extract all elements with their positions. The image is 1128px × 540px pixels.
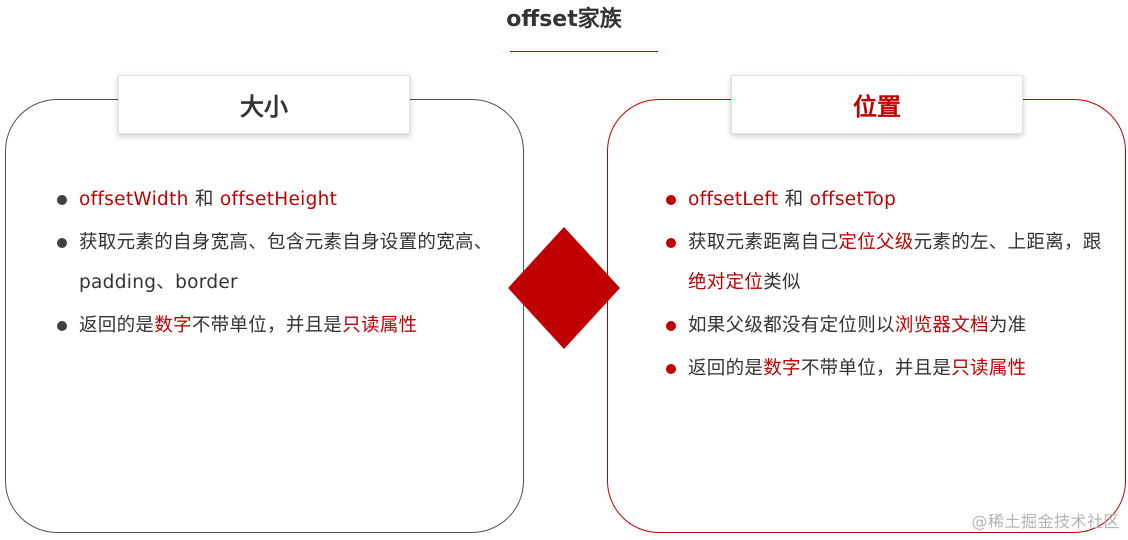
bullet-text: 和	[778, 189, 810, 210]
bullet-item: 如果父级都没有定位则以浏览器文档为准	[666, 306, 1111, 346]
bullet-dot-icon	[666, 195, 676, 205]
size-card-header: 大小	[118, 75, 410, 134]
bullet-text: 返回的是	[688, 358, 764, 379]
highlight-text: offsetHeight	[219, 189, 338, 210]
bullet-item: 获取元素的自身宽高、包含元素自身设置的宽高、padding、border	[57, 223, 497, 303]
bullet-text: 如果父级都没有定位则以	[688, 315, 895, 336]
bullet-dot-icon	[57, 195, 67, 205]
watermark: @稀土掘金技术社区	[971, 512, 1120, 531]
position-card-header: 位置	[731, 75, 1023, 134]
highlight-text: 只读属性	[951, 358, 1027, 379]
bullet-dot-icon	[666, 238, 676, 248]
bullet-text: 不带单位，并且是	[800, 358, 952, 379]
position-card	[607, 99, 1126, 533]
bullet-item: 返回的是数字不带单位，并且是只读属性	[57, 306, 497, 346]
bullet-dot-icon	[57, 321, 67, 331]
bullet-text: 为准	[988, 315, 1027, 336]
bullet-text: 获取元素的自身宽高、包含元素自身设置的宽高、padding、border	[79, 232, 493, 293]
bullet-text: 元素的左、上距离，跟	[913, 232, 1102, 253]
size-card	[5, 99, 524, 533]
bullet-dot-icon	[666, 364, 676, 374]
highlight-text: offsetLeft	[688, 189, 779, 210]
bullet-text: 不带单位，并且是	[191, 315, 343, 336]
highlight-text: offsetTop	[809, 189, 897, 210]
bullet-text: 和	[188, 189, 220, 210]
bullet-dot-icon	[57, 238, 67, 248]
highlight-text: 绝对定位	[688, 272, 764, 293]
highlight-text: 数字	[154, 315, 192, 336]
bullet-text: 类似	[763, 272, 801, 293]
diamond-shape	[508, 227, 620, 349]
size-bullet-list: offsetWidth 和 offsetHeight 获取元素的自身宽高、包含元素…	[57, 180, 497, 349]
highlight-text: 浏览器文档	[894, 315, 989, 336]
diamond-icon	[508, 227, 620, 349]
highlight-text: 只读属性	[342, 315, 418, 336]
bullet-text: 返回的是	[79, 315, 155, 336]
bullet-item: offsetLeft 和 offsetTop	[666, 180, 1111, 220]
highlight-text: offsetWidth	[79, 189, 189, 210]
bullet-item: 返回的是数字不带单位，并且是只读属性	[666, 349, 1111, 389]
bullet-text: 获取元素距离自己	[688, 232, 839, 253]
bullet-item: offsetWidth 和 offsetHeight	[57, 180, 497, 220]
bullet-dot-icon	[666, 321, 676, 331]
highlight-text: 定位父级	[838, 232, 914, 253]
highlight-text: 数字	[763, 358, 801, 379]
title-underline	[510, 51, 658, 52]
bullet-item: 获取元素距离自己定位父级元素的左、上距离，跟绝对定位类似	[666, 223, 1111, 303]
page-title: offset家族	[506, 7, 622, 32]
